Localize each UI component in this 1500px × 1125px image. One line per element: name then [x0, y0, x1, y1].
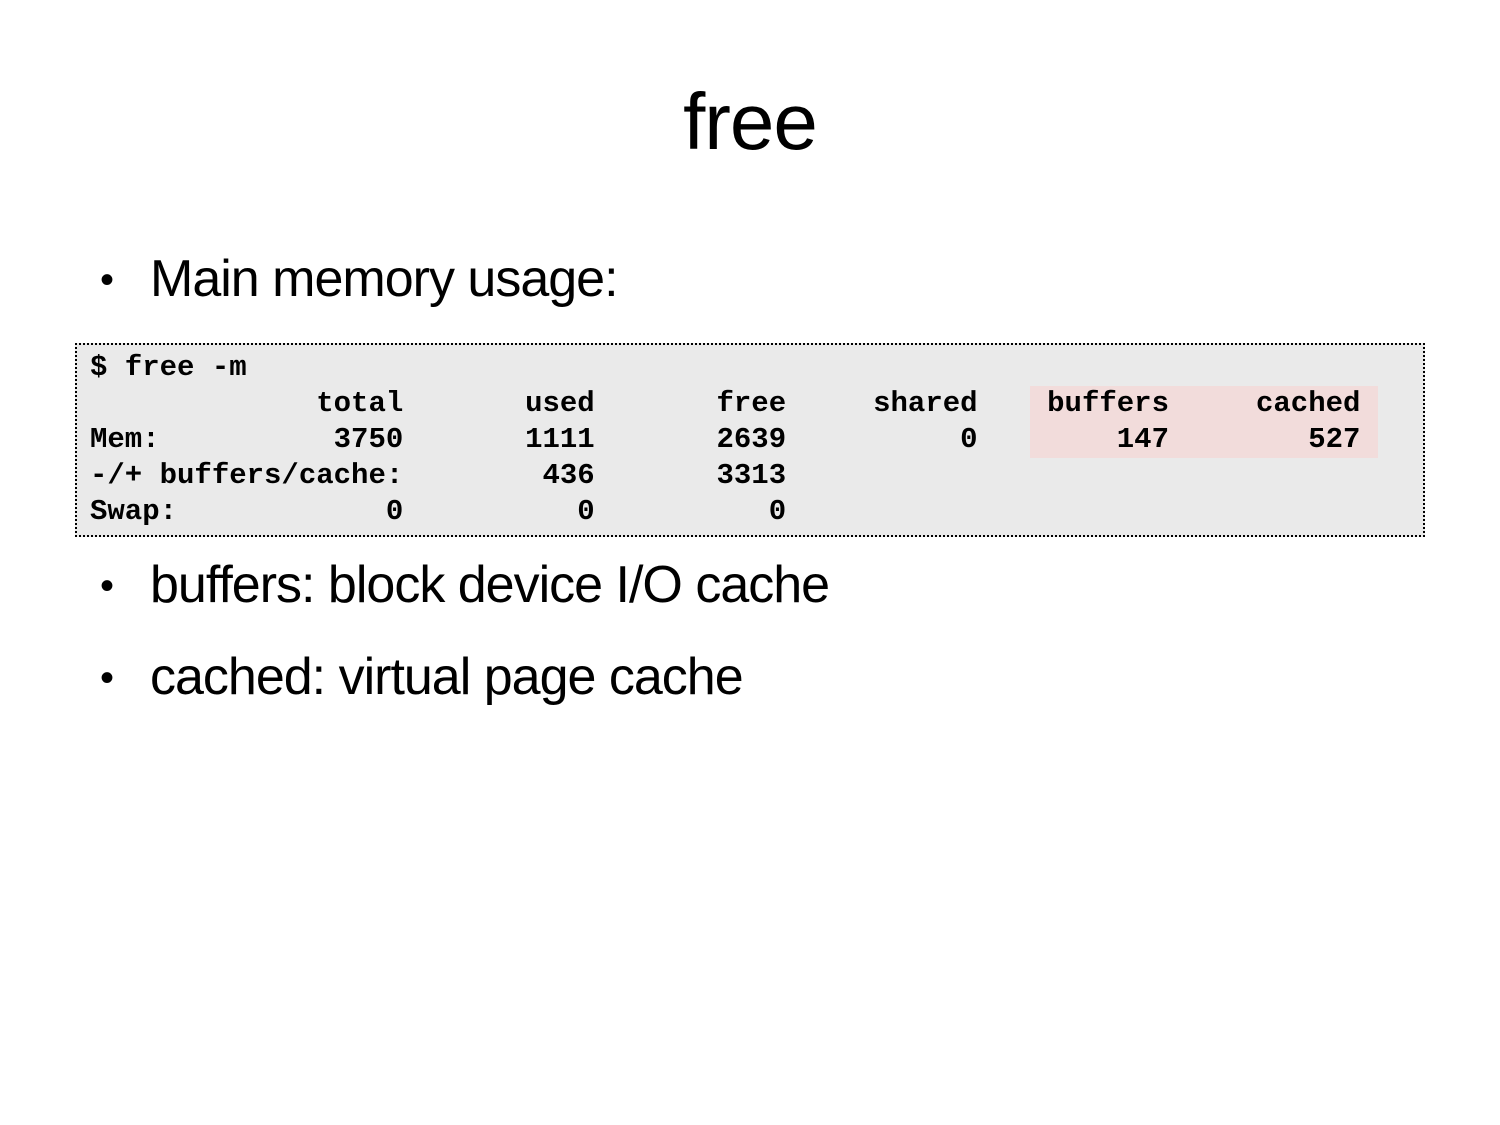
terminal-mem-line: Mem: 3750 1111 2639 0 147 527: [90, 423, 1361, 456]
slide-title: free: [683, 77, 818, 166]
terminal-command-line: $ free -m: [90, 351, 247, 384]
bullet-text-main-memory-usage: Main memory usage:: [150, 250, 619, 308]
bullet-text-buffers: buffers: block device I/O cache: [150, 556, 830, 614]
buffers-cached-highlight: [1029, 386, 1378, 458]
terminal-buffers-cache-line: -/+ buffers/cache: 436 3313: [90, 459, 787, 492]
bullet-main-memory-usage: • Main memory usage:: [0, 250, 619, 310]
bullet-text-cached: cached: virtual page cache: [150, 648, 744, 706]
bullet-icon: •: [100, 258, 114, 302]
bullet-icon: •: [100, 564, 114, 608]
bullet-buffers: • buffers: block device I/O cache: [0, 556, 830, 616]
terminal-output-free: $ free -m total used free shared buffers…: [75, 343, 1425, 537]
terminal-header-line: total used free shared buffers cached: [90, 387, 1361, 420]
bullet-cached: • cached: virtual page cache: [0, 648, 744, 708]
bullet-icon: •: [100, 656, 114, 700]
terminal-swap-line: Swap: 0 0 0: [90, 495, 787, 528]
